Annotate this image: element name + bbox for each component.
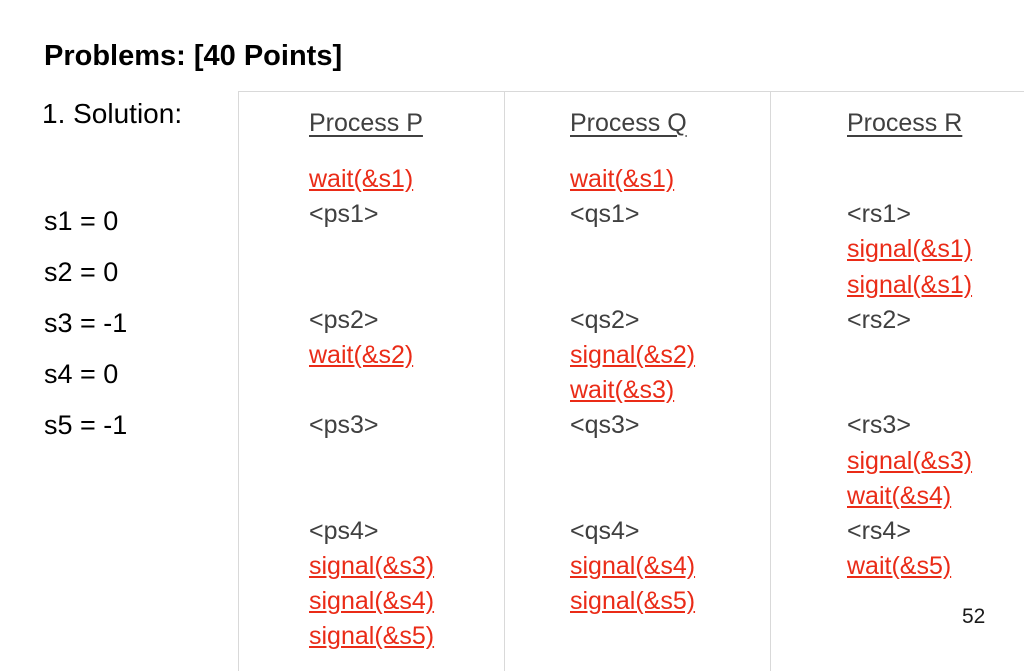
column-header-process-r: Process R — [847, 109, 963, 137]
code-line: <qs2> — [570, 305, 640, 334]
process-table: Process P wait(&s1) <ps1> <ps2> wait(&s2… — [238, 91, 1024, 671]
page-title: Problems: [40 Points] — [44, 40, 343, 72]
column-header-process-q: Process Q — [570, 109, 687, 137]
code-line: signal(&s4) — [570, 552, 696, 581]
code-line-blank — [847, 619, 1024, 654]
code-line: <rs3> — [847, 411, 911, 440]
code-line: wait(&s4) — [847, 481, 952, 510]
code-line: <ps3> — [309, 411, 379, 440]
code-line: <ps4> — [309, 516, 379, 545]
code-line-blank — [570, 479, 770, 514]
code-line-blank — [309, 268, 504, 303]
semaphore-value: s1 = 0 — [44, 206, 119, 236]
code-line: signal(&s1) — [847, 270, 973, 299]
semaphore-value: s3 = -1 — [44, 308, 128, 338]
code-line: wait(&s1) — [570, 165, 675, 193]
code-line: <ps2> — [309, 305, 379, 334]
code-line: <rs2> — [847, 305, 911, 334]
code-line: signal(&s5) — [309, 622, 435, 651]
code-line: <rs1> — [847, 200, 911, 229]
code-line-blank — [847, 373, 1024, 408]
code-line: wait(&s5) — [847, 552, 952, 581]
code-line-blank — [309, 373, 504, 408]
code-line-blank — [309, 479, 504, 514]
semaphore-value: s5 = -1 — [44, 410, 128, 440]
solution-label: 1. Solution: — [42, 98, 183, 129]
code-line-blank — [570, 268, 770, 303]
code-line: signal(&s3) — [847, 446, 973, 475]
process-column-p: Process P wait(&s1) <ps1> <ps2> wait(&s2… — [239, 92, 505, 671]
slide-number: 52 — [962, 605, 986, 628]
semaphore-value: s2 = 0 — [44, 257, 119, 287]
code-line: wait(&s2) — [309, 340, 414, 369]
code-line: signal(&s3) — [309, 552, 435, 581]
code-line: signal(&s5) — [570, 587, 696, 616]
column-header-process-p: Process P — [309, 109, 423, 137]
code-line: <qs3> — [570, 411, 640, 440]
process-column-q: Process Q wait(&s1) <qs1> <qs2> signal(&… — [505, 92, 771, 671]
code-line-blank — [570, 232, 770, 267]
code-line: signal(&s4) — [309, 587, 435, 616]
code-block-r: <rs1> signal(&s1) signal(&s1) <rs2> <rs3… — [847, 162, 1024, 655]
code-line: wait(&s1) — [309, 165, 414, 193]
code-line-blank — [309, 232, 504, 267]
process-column-r: Process R <rs1> signal(&s1) signal(&s1) … — [771, 92, 1024, 671]
code-block-p: wait(&s1) <ps1> <ps2> wait(&s2) <ps3> <p… — [309, 162, 504, 655]
code-block-q: wait(&s1) <qs1> <qs2> signal(&s2) wait(&… — [570, 162, 770, 655]
code-line: signal(&s2) — [570, 340, 696, 369]
code-line-blank — [309, 444, 504, 479]
code-line: wait(&s3) — [570, 376, 675, 405]
code-line: <rs4> — [847, 516, 911, 545]
semaphore-value: s4 = 0 — [44, 359, 119, 389]
code-line-blank — [570, 619, 770, 654]
code-line-blank — [847, 584, 1024, 619]
semaphore-initial-values: s1 = 0 s2 = 0 s3 = -1 s4 = 0 s5 = -1 — [44, 196, 234, 451]
code-line: signal(&s1) — [847, 235, 973, 264]
code-line: <qs4> — [570, 516, 640, 545]
code-line-blank — [847, 338, 1024, 373]
code-line-blank — [847, 162, 1024, 197]
code-line-blank — [570, 444, 770, 479]
code-line: <qs1> — [570, 200, 640, 229]
code-line: <ps1> — [309, 200, 379, 229]
